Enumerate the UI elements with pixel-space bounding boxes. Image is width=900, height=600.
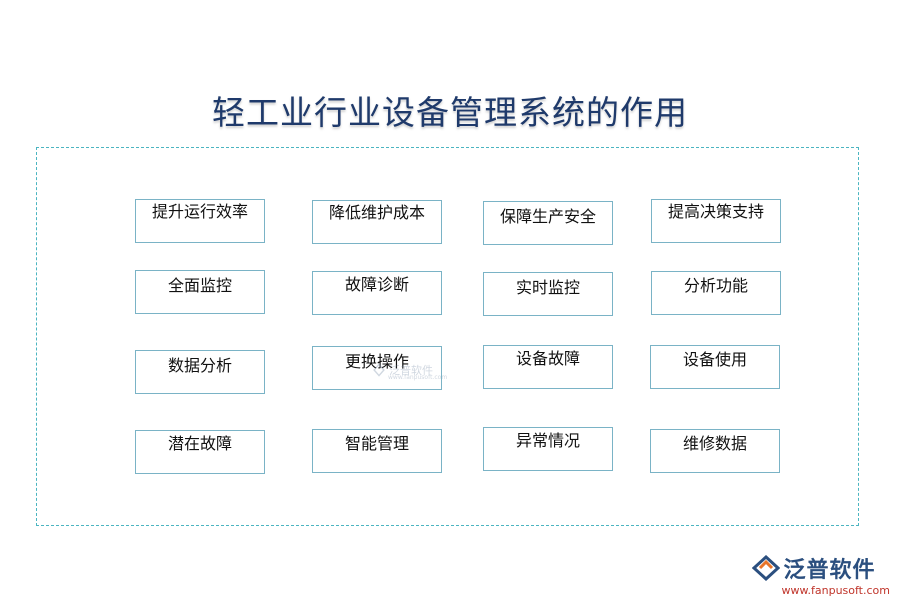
box-4: 提高决策支持 — [651, 199, 781, 243]
box-5: 全面监控 — [135, 270, 265, 314]
center-watermark-text: 泛普软件 — [389, 364, 433, 377]
box-16: 维修数据 — [650, 429, 780, 473]
brand-name: 泛普软件 — [783, 558, 876, 583]
brand-url: www.fanpusoft.com — [781, 584, 890, 597]
box-14: 智能管理 — [312, 429, 442, 473]
box-2: 降低维护成本 — [312, 200, 442, 244]
fanpu-watermark-icon — [373, 363, 385, 377]
box-8: 分析功能 — [651, 271, 781, 315]
diagram-title: 轻工业行业设备管理系统的作用 — [212, 93, 688, 132]
box-15: 异常情况 — [483, 427, 613, 471]
center-watermark-sub: www.fanpusoft.com — [388, 374, 448, 381]
box-10: 更换操作 — [312, 346, 442, 390]
box-12: 设备使用 — [650, 345, 780, 389]
box-7: 实时监控 — [483, 272, 613, 316]
box-6: 故障诊断 — [312, 271, 442, 315]
boxes-frame — [36, 147, 859, 526]
box-1: 提升运行效率 — [135, 199, 265, 243]
box-3: 保障生产安全 — [483, 201, 613, 245]
fanpu-logo-icon — [751, 555, 780, 581]
center-watermark: 泛普软件 www.fanpusoft.com — [372, 362, 447, 381]
brand-logo: 泛普软件 www.fanpusoft.com — [751, 552, 890, 597]
box-9: 数据分析 — [135, 350, 265, 394]
box-13: 潜在故障 — [135, 430, 265, 474]
box-11: 设备故障 — [483, 345, 613, 389]
